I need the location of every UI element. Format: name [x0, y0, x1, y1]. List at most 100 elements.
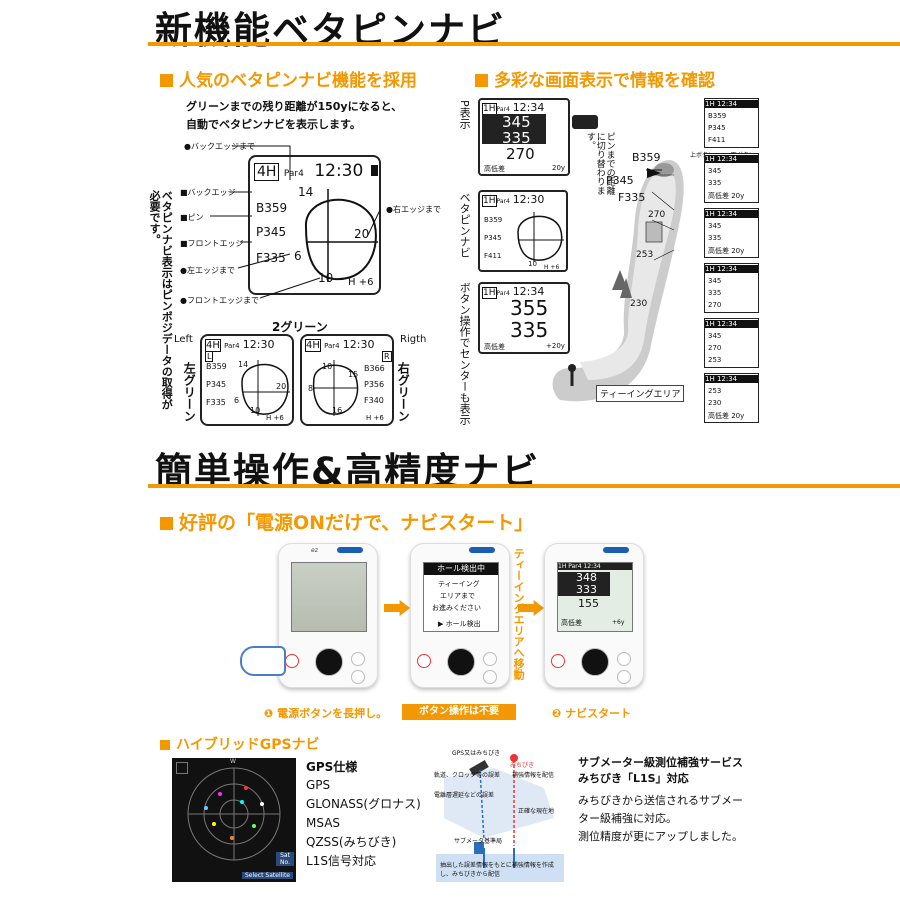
lcd-p: P345 [256, 225, 287, 239]
device-brand: ez [311, 547, 318, 554]
michibiki-sat-label: みちびき [510, 762, 535, 769]
sub-title-2: みちびき「L1S」対応 [578, 772, 689, 785]
hole-badge: 1H [482, 287, 497, 299]
mini-screen-center: 1HPar4 12:34 355 335 高低差 +20y [478, 282, 570, 354]
lcd-n14: 14 [298, 185, 314, 199]
course-tee-label: ティーイングエリア [596, 385, 685, 402]
callout-right-edge-to: ●右エッジまで [386, 205, 441, 214]
thumbnail-line: 1H 12:34 [705, 375, 758, 383]
lcd-left-b: B359 [206, 362, 227, 371]
thumbnail-line: 270 [708, 301, 722, 309]
thumbnail-line: 335 [708, 179, 722, 187]
lcd-left-n10: 10 [250, 406, 261, 415]
device-3-b: 333 [576, 583, 597, 596]
center-button[interactable] [447, 648, 475, 676]
mini3-diff: 高低差 [484, 343, 505, 351]
callout-pin: ■ピン [180, 213, 204, 222]
down-button[interactable] [483, 670, 497, 684]
diagram-note: 正確な現在地 [518, 808, 555, 815]
thumbnail-line: 345 [708, 167, 722, 175]
thumbnail-line: P345 [708, 124, 726, 132]
callout-left-edge-to: ●左エッジまで [180, 266, 235, 275]
left-green-label: 左グリーン [182, 362, 197, 422]
thumbnail-line: 1H 12:34 [705, 320, 758, 328]
diagram-note: 電離層遅延などの誤差 [434, 792, 495, 799]
lcd-right-b: B366 [364, 364, 385, 373]
arrow-2 [518, 600, 544, 616]
center-button[interactable] [315, 648, 343, 676]
power-button[interactable] [551, 654, 565, 668]
sub-title-1: サブメーター級測位補強サービス [578, 756, 743, 769]
time-label: 12:30 [512, 193, 545, 206]
step1-label: ❶ 電源ボタンを長押し。 [264, 707, 388, 720]
thumbnail-line: 高低差 20y [708, 247, 745, 255]
callout-lines [210, 145, 381, 299]
sat-no-button[interactable]: Sat No. [276, 852, 294, 866]
diagram-note: 補強情報を配信 [512, 772, 555, 779]
satellite-panel: W Sat No. Select Satellite [172, 758, 296, 882]
finger-icon [240, 646, 286, 676]
callout-front-edge-to: ●フロントエッジまで [180, 296, 259, 305]
down-button[interactable] [617, 670, 631, 684]
sec3-heading: ハイブリッドGPSナビ [160, 734, 320, 754]
mini1-c: 270 [506, 145, 535, 163]
title2-underline [148, 484, 900, 488]
power-button[interactable] [417, 654, 431, 668]
arrow-1 [384, 600, 410, 616]
thumbnail-line: B359 [708, 112, 727, 120]
power-button[interactable] [285, 654, 299, 668]
down-button[interactable] [351, 670, 365, 684]
course-p: P345 [606, 174, 634, 187]
diagram-note: 抽出した誤差情報をもとに補強情報を作成し、みちびきから配信 [440, 862, 554, 878]
time-label: 12:34 [512, 101, 545, 114]
lcd-left-header: 4H Par4 12:30 [205, 338, 275, 352]
green-shape [304, 189, 378, 282]
callout-front-edge: ■フロントエッジ [180, 239, 244, 248]
device-3-c: 155 [578, 597, 599, 610]
up-button[interactable] [351, 652, 365, 666]
par-label: Par4 [324, 342, 340, 350]
thumbnail-line: 335 [708, 234, 722, 242]
mini1-b: 335 [502, 129, 531, 147]
device-3-diffv: +6y [612, 619, 625, 626]
lcd-left-p: P345 [206, 380, 227, 389]
thumbnail-line: 1H 12:34 [705, 210, 758, 218]
thumbnail-line: 335 [708, 289, 722, 297]
thumbnail-line: 230 [708, 399, 722, 407]
select-satellite-button[interactable]: Select Satellite [242, 872, 293, 879]
lcd-right-green: 4H Par4 12:30 R B366 P356 F340 10 15 8 1… [300, 334, 394, 426]
mini1-diff: 高低差 [484, 165, 505, 173]
hole-badge: 4H [305, 339, 321, 352]
device-3-dark [558, 572, 610, 596]
device-1-screen [291, 562, 367, 632]
right-heading: 多彩な画面表示で情報を確認 [475, 66, 715, 91]
hole-badge: 4H [205, 339, 221, 352]
gps-spec-item: L1S信号対応 [306, 854, 376, 868]
settings-corner-icon [176, 762, 188, 774]
gps-spec-item: MSAS [306, 816, 341, 830]
up-button[interactable] [617, 652, 631, 666]
lcd-right-n15: 15 [348, 370, 359, 379]
center-button[interactable] [581, 648, 609, 676]
par-label: Par4 [224, 342, 240, 350]
mini2-green-shape [517, 212, 564, 262]
device-2-line3: お進みください [432, 604, 481, 612]
up-button[interactable] [483, 652, 497, 666]
vertical-note: ベタピンナビ表示はピンポジデータの取得が必要です。 [148, 190, 174, 410]
lcd-left-n20: 20 [276, 382, 287, 391]
device-3-screen: 1H Par4 12:34 348 333 155 高低差 +6y [557, 562, 633, 632]
step2-label: ❷ ナビスタート [552, 707, 632, 720]
lcd-right-green-shape [312, 360, 359, 416]
thumbnail-line: 高低差 20y [708, 192, 745, 200]
beta-navi-label: ベタピンナビ [458, 192, 472, 258]
thumbnail-line: 1H 12:34 [705, 265, 758, 273]
left-label: Left [174, 334, 193, 345]
lcd-right-header: 4H Par4 12:30 [305, 338, 375, 352]
p-display-label: P表示 [458, 100, 472, 129]
course-253: 253 [636, 250, 654, 260]
device-2-line4: ▶ ホール検出 [438, 620, 481, 628]
